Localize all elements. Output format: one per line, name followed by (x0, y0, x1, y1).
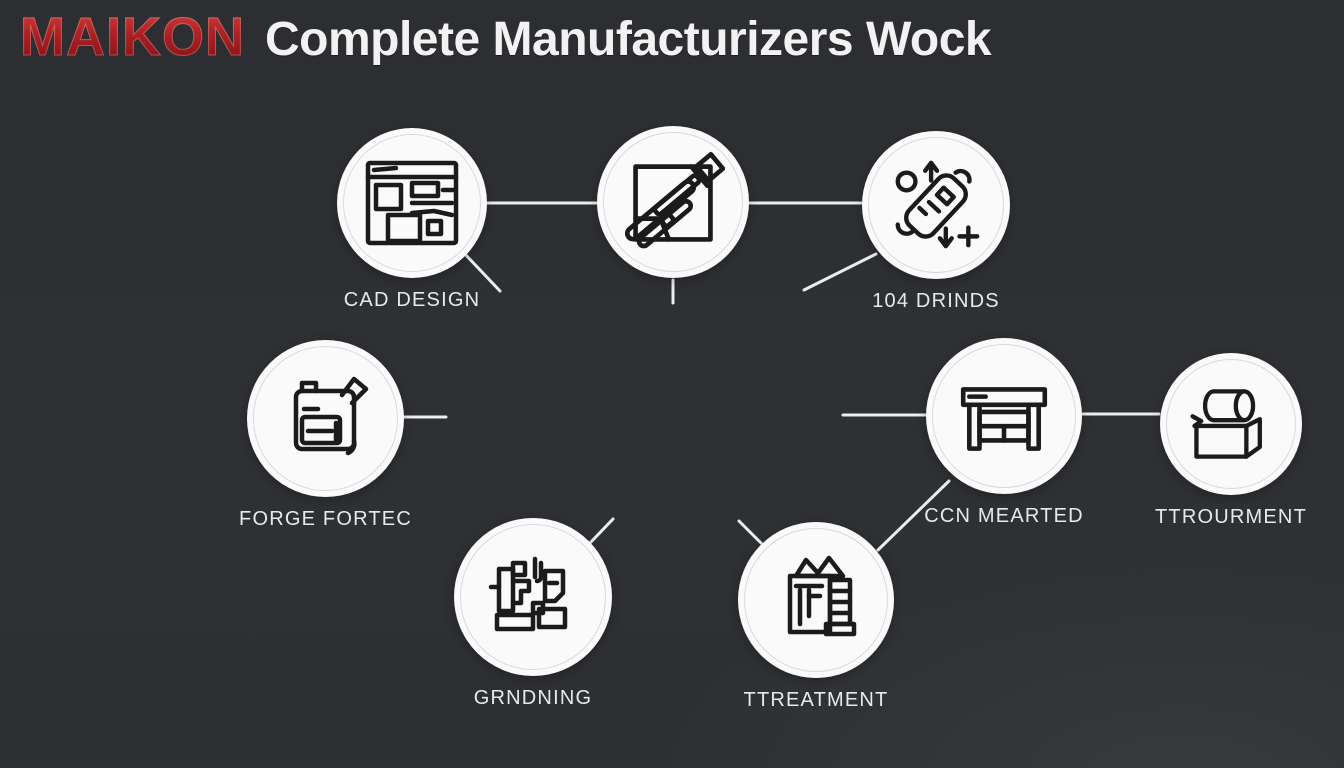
node-circle (454, 518, 612, 676)
node-machining (597, 126, 749, 278)
grinding-machine-icon (488, 556, 568, 632)
header: MAIKON Complete Manufacturizers Wock (20, 6, 992, 68)
node-label: CCN MEARTED (924, 505, 1084, 527)
node-cad-design: CAD DESIGN (337, 128, 487, 311)
roller-gauge-arrows-icon (895, 160, 980, 249)
node-label: TTROURMENT (1155, 506, 1307, 528)
brand-logo: MAIKON (20, 7, 245, 68)
node-grndning: GRNDNING (454, 518, 612, 709)
node-label: 104 DRINDS (872, 290, 1000, 312)
node-label: FORGE FORTEC (239, 508, 412, 530)
machine-table-icon (960, 387, 1048, 451)
cnc-milling-tools-icon (624, 151, 725, 249)
cad-drawing-icon (365, 160, 459, 246)
node-circle (926, 338, 1082, 494)
node-circle (247, 340, 404, 497)
treatment-furnace-icon (787, 555, 857, 637)
node-forge-fortec: FORGE FORTEC (239, 340, 411, 530)
node-104-drinds: 104 DRINDS (862, 131, 1010, 312)
forge-die-document-icon (293, 376, 368, 455)
node-label: GRNDNING (473, 687, 593, 709)
node-ccn-mearted: CCN MEARTED (924, 338, 1083, 527)
node-circle (862, 131, 1010, 279)
node-circle (337, 128, 487, 278)
node-circle (1160, 353, 1302, 495)
node-circle (738, 522, 894, 678)
node-circle (597, 126, 749, 278)
node-label: CAD DESIGN (343, 289, 481, 311)
metal-coil-block-icon (1190, 389, 1262, 459)
node-ttreatment: TTREATMENT (738, 522, 894, 711)
node-label: TTREATMENT (743, 689, 889, 711)
node-ttrourment: TTROURMENT (1155, 353, 1306, 528)
page-title: Complete Manufacturizers Wock (264, 13, 992, 66)
